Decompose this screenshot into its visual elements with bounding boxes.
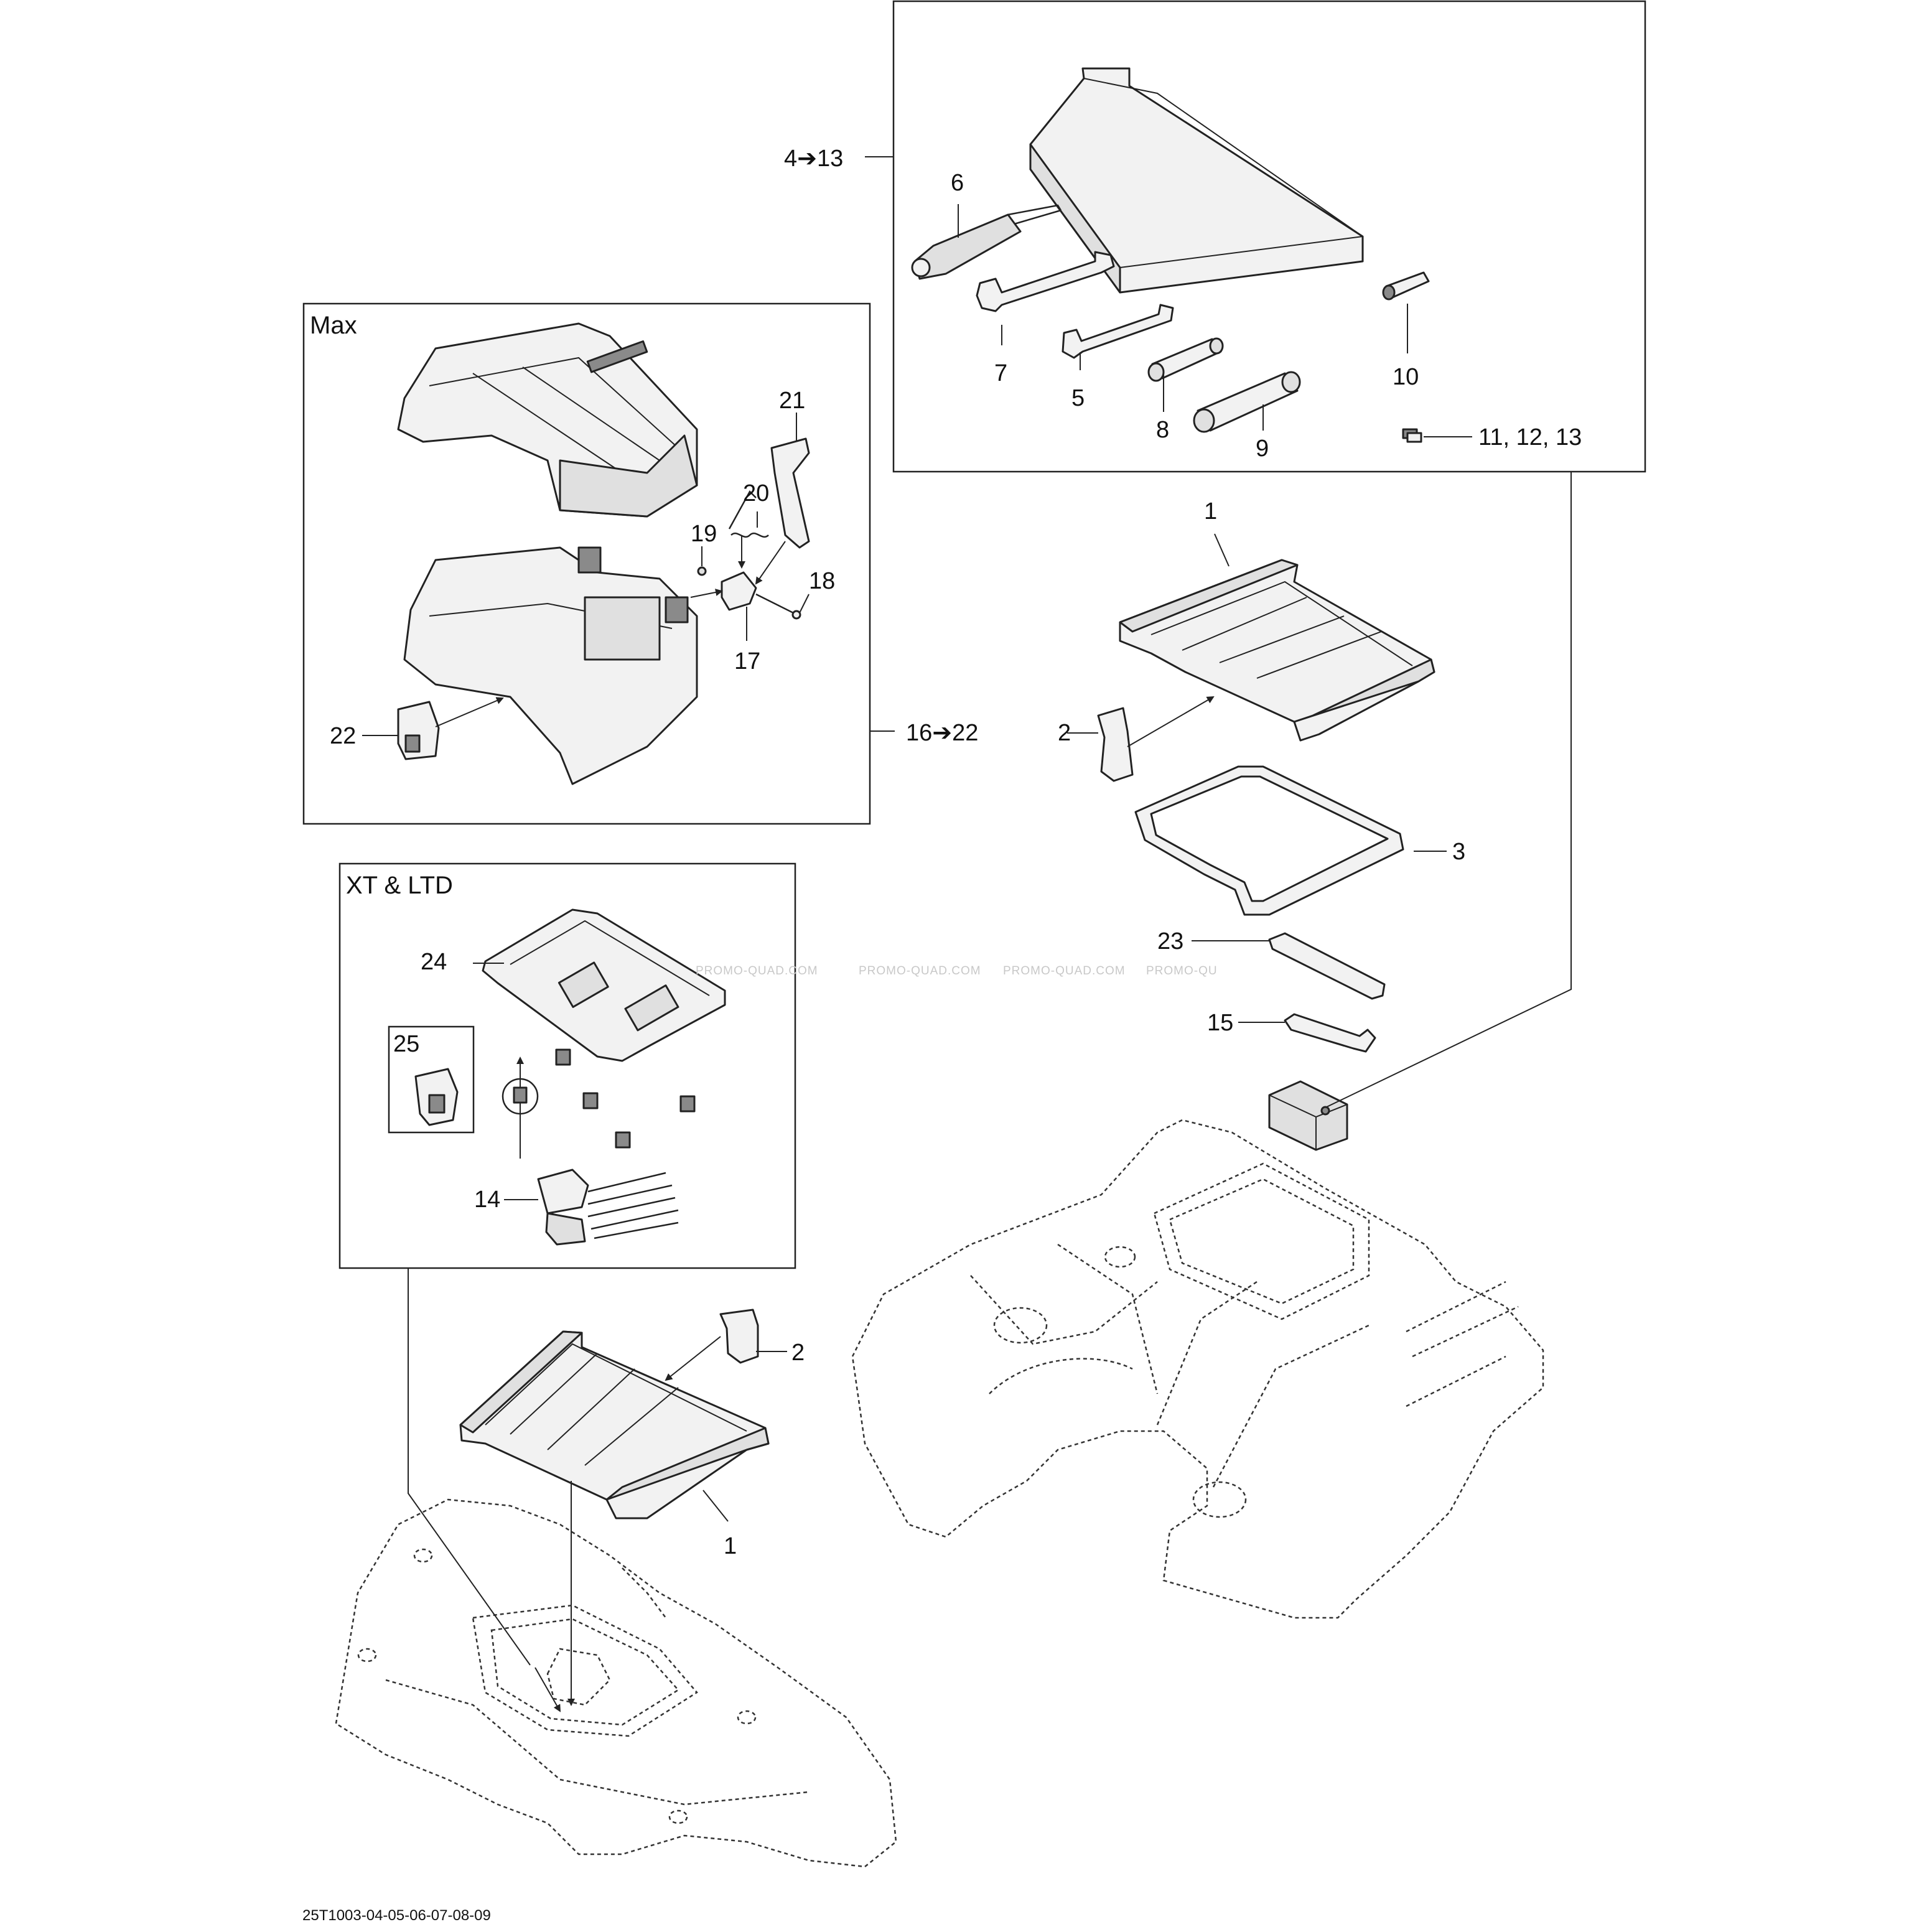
rear-fender-left (335, 1498, 897, 1868)
max-range-label: 16➔22 (906, 720, 978, 746)
max-group-frame (302, 302, 871, 825)
spark-plug-socket (1382, 271, 1430, 301)
wrench-small (1062, 304, 1174, 359)
xt-ltd-group-frame (338, 862, 796, 1269)
rack-gasket (1134, 765, 1404, 916)
label-17: 17 (734, 648, 760, 674)
rear-rack-upper (1119, 559, 1435, 742)
label-22: 22 (330, 723, 356, 749)
fuses (1402, 428, 1422, 443)
clip-detail-frame (388, 1025, 475, 1134)
rear-fender-right (851, 1119, 1544, 1619)
label-23: 23 (1157, 928, 1183, 954)
label-1-lower: 1 (724, 1533, 737, 1559)
label-6: 6 (951, 170, 964, 196)
diagram-reference: 25T1003-04-05-06-07-08-09 (302, 1907, 491, 1924)
label-19: 19 (691, 521, 717, 547)
arrow-rack-clip-lower (665, 1336, 721, 1381)
toolkit-pouch (1029, 67, 1364, 294)
label-1-upper: 1 (1204, 498, 1217, 525)
xt-connector (408, 1268, 531, 1666)
storage-tray-xt (482, 908, 726, 1062)
toolkit-connector (1325, 472, 1572, 1108)
strap-23 (1268, 932, 1386, 1000)
label-9: 9 (1256, 436, 1269, 462)
latch-washer (697, 566, 707, 576)
arrow-to-bracket (690, 589, 723, 598)
max-storage-lid (397, 322, 698, 518)
arrow-handle (755, 541, 786, 585)
label-2-upper: 2 (1058, 720, 1071, 746)
arrow-rack-down-2 (534, 1667, 561, 1712)
clip-detail (414, 1068, 459, 1126)
watermark-4: PROMO-QU (1146, 964, 1218, 978)
toolkit-range-label: 4➔13 (784, 146, 843, 172)
watermark-2: PROMO-QUAD.COM (859, 964, 981, 978)
label-15: 15 (1207, 1010, 1233, 1036)
toolkit-group-frame (892, 0, 1646, 473)
latch-spring (728, 490, 769, 538)
leader-lines (362, 204, 1472, 1522)
wrench-large (976, 251, 1115, 312)
label-21: 21 (779, 388, 805, 414)
xt-ltd-group-title: XT & LTD (346, 872, 453, 899)
watermark-3: PROMO-QUAD.COM (1003, 964, 1126, 978)
wrench-15 (1284, 1013, 1376, 1053)
latch-bracket (721, 571, 757, 611)
label-24: 24 (421, 949, 447, 975)
socket-tube-large (1193, 371, 1301, 433)
rack-clip-lower (719, 1309, 759, 1364)
tool-bag-pouch (1268, 1080, 1348, 1151)
label-7: 7 (994, 360, 1007, 386)
max-storage-tub (403, 546, 698, 785)
label-20: 20 (743, 480, 769, 506)
rack-clip-upper (1097, 707, 1134, 782)
rear-rack-lower (459, 1330, 770, 1519)
socket-tube-small (1147, 337, 1224, 382)
watermark-1: PROMO-QUAD.COM (696, 964, 818, 978)
wiring-harness (537, 1169, 679, 1246)
max-group-title: Max (310, 312, 357, 339)
clip-highlight (502, 1078, 539, 1115)
label-11-12-13: 11, 12, 13 (1478, 424, 1582, 450)
label-25: 25 (393, 1031, 419, 1057)
latch-handle (770, 437, 810, 549)
label-3: 3 (1452, 839, 1465, 865)
arrow-rack-clip-upper (1127, 696, 1215, 747)
label-14: 14 (474, 1187, 500, 1213)
push-clips (513, 1048, 696, 1149)
label-8: 8 (1156, 417, 1169, 443)
label-2-lower: 2 (791, 1340, 805, 1366)
screwdriver (911, 204, 1062, 280)
label-18: 18 (809, 568, 835, 594)
latch-pin (755, 593, 801, 620)
arrow-to-tub (435, 697, 504, 727)
max-clip (397, 701, 440, 760)
label-10: 10 (1393, 364, 1419, 390)
label-5: 5 (1071, 385, 1085, 411)
